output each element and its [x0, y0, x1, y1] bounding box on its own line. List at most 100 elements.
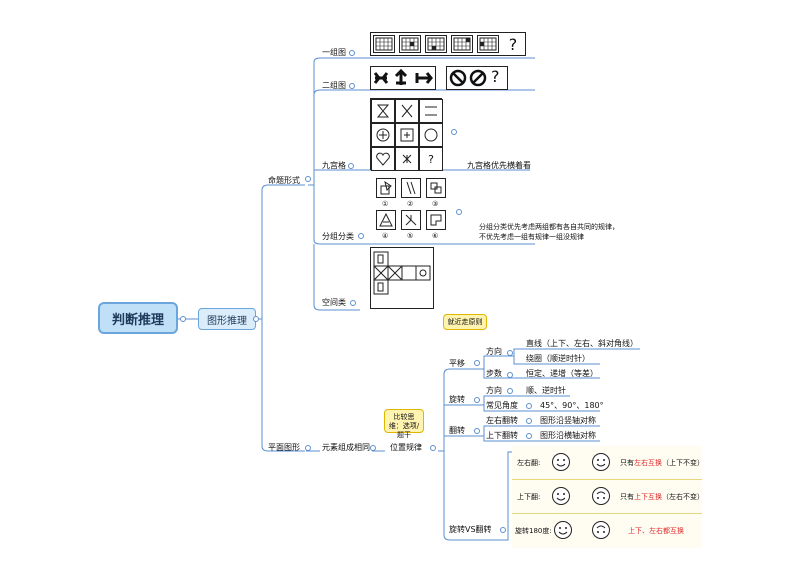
- vs-row-shangxia: 上下翻: 只有上下互换（左右不变）: [512, 480, 704, 514]
- note-fenzu-2: 不优先考虑一组有规律一组没规律: [479, 233, 584, 241]
- node-pingmian[interactable]: 平面图形: [268, 443, 300, 452]
- node-mingti[interactable]: 命题形式: [268, 176, 300, 185]
- smiley-face-icon: [552, 453, 570, 471]
- vs-row-desc: 上下、左右都互换: [628, 526, 684, 536]
- collapse-toggle[interactable]: [350, 300, 356, 306]
- grid-figure-icon: [425, 35, 447, 53]
- panel-kongjian: [370, 247, 434, 309]
- item-shangxia: 图形沿横轴对称: [540, 431, 596, 440]
- desc-post: （左右不变）: [662, 493, 704, 501]
- desc-highlight: 左右互换: [634, 459, 662, 467]
- node-yuansu[interactable]: 元素组成相同: [322, 443, 370, 452]
- grid-figure-icon: [477, 35, 499, 53]
- item-zuoyou: 图形沿竖轴对称: [540, 416, 596, 425]
- collapse-toggle[interactable]: [500, 527, 506, 533]
- desc-highlight: 上下、左右都互换: [628, 527, 684, 535]
- num-6: ⑥: [432, 232, 439, 240]
- cross-icon: [395, 99, 419, 123]
- collapse-toggle[interactable]: [358, 233, 364, 239]
- panel-jiugong: ?: [370, 98, 443, 171]
- collapse-toggle[interactable]: [180, 316, 186, 322]
- collapse-toggle[interactable]: [430, 445, 436, 451]
- num-1: ①: [382, 200, 389, 208]
- desc-post: （上下不变）: [662, 459, 704, 467]
- note-jiugong: 九宫格优先横着看: [467, 161, 531, 170]
- num-4: ④: [382, 232, 389, 240]
- panel-fenzu: ① ② ③ ④ ⑤ ⑥: [370, 176, 448, 242]
- panel-yizu: ?: [370, 32, 526, 56]
- panel-erzu-a: [370, 66, 436, 90]
- smiley-face-icon: [592, 453, 610, 471]
- rotate-figures-icon: [449, 69, 487, 87]
- node-pingyi[interactable]: 平移: [449, 359, 465, 368]
- collapse-toggle[interactable]: [474, 360, 480, 366]
- root-node[interactable]: 判断推理: [98, 302, 178, 334]
- arrow-figures-icon: [373, 68, 433, 85]
- cube-net-icon: [373, 251, 431, 295]
- collapse-toggle[interactable]: [253, 316, 259, 322]
- node-kongjian[interactable]: 空间类: [322, 298, 346, 307]
- collapse-toggle[interactable]: [526, 403, 532, 409]
- shape-figure-icon: [426, 178, 446, 198]
- collapse-toggle[interactable]: [370, 445, 376, 451]
- collapse-toggle[interactable]: [349, 50, 355, 56]
- node-erzu[interactable]: 二组图: [322, 81, 346, 90]
- collapse-toggle[interactable]: [526, 433, 532, 439]
- vs-row-zuoyou: 左右翻: 只有左右互换（上下不变）: [512, 446, 704, 480]
- collapse-toggle[interactable]: [474, 428, 480, 434]
- note-fenzu-1: 分组分类优先考虑两组都有各自共同的规律，: [479, 223, 619, 231]
- collapse-toggle[interactable]: [507, 350, 513, 356]
- sub-node[interactable]: 图形推理: [198, 308, 256, 330]
- grid-figure-icon: [451, 35, 473, 53]
- question-mark: ?: [503, 35, 523, 54]
- question-mark: ?: [491, 67, 500, 86]
- collapse-toggle[interactable]: [349, 83, 355, 89]
- desc-highlight: 上下互换: [634, 493, 662, 501]
- frown-face-icon: [592, 487, 610, 505]
- heart-icon: [371, 147, 395, 171]
- node-fenzu[interactable]: 分组分类: [322, 232, 354, 241]
- smiley-face-icon: [552, 487, 570, 505]
- item-jiaodu: 45°、90°、180°: [540, 401, 604, 410]
- plus-box-icon: [395, 123, 419, 147]
- desc-pre: 只有: [620, 459, 634, 467]
- vs-row-xuanzhuan: 旋转180度: 上下、左右都互换: [512, 514, 702, 548]
- vs-row-desc: 只有上下互换（左右不变）: [620, 492, 704, 502]
- hourglass-icon: [371, 99, 395, 123]
- grid-figure-icon: [399, 35, 421, 53]
- node-fanzhuan[interactable]: 翻转: [449, 426, 465, 435]
- shape-figure-icon: [376, 210, 396, 230]
- collapse-toggle[interactable]: [456, 209, 462, 215]
- collapse-toggle[interactable]: [507, 388, 513, 394]
- node-pingyi-fangxiang[interactable]: 方向: [486, 347, 502, 356]
- item-raoquan: 绕圈（顺逆时针）: [526, 354, 590, 363]
- shape-figure-icon: [401, 178, 421, 198]
- node-pingyi-bushu[interactable]: 步数: [486, 369, 502, 378]
- node-yizu[interactable]: 一组图: [322, 48, 346, 57]
- node-jiugong[interactable]: 九宫格: [322, 161, 346, 170]
- item-xuanzhuan-fangxiang: 顺、逆时针: [526, 386, 566, 395]
- collapse-toggle[interactable]: [507, 372, 513, 378]
- node-vs[interactable]: 旋转VS翻转: [449, 525, 492, 534]
- vs-row-name: 旋转180度:: [515, 527, 552, 535]
- collapse-toggle[interactable]: [451, 129, 457, 135]
- smiley-face-icon: [554, 521, 572, 539]
- callout-compare: 比较思维：选项/题干: [384, 409, 424, 439]
- collapse-toggle[interactable]: [474, 397, 480, 403]
- node-xuanzhuan[interactable]: 旋转: [449, 395, 465, 404]
- node-shangxia[interactable]: 上下翻转: [486, 431, 518, 440]
- sub-label: 图形推理: [207, 315, 247, 327]
- node-xuanzhuan-fangxiang[interactable]: 方向: [486, 386, 502, 395]
- num-2: ②: [407, 200, 414, 208]
- collapse-toggle[interactable]: [305, 176, 311, 182]
- callout-near: 就近走原则: [443, 314, 487, 330]
- collapse-toggle[interactable]: [526, 418, 532, 424]
- node-zuoyou[interactable]: 左右翻转: [486, 416, 518, 425]
- panel-erzu-b: ?: [446, 66, 508, 90]
- frown-face-icon: [592, 521, 610, 539]
- collapse-toggle[interactable]: [305, 445, 311, 451]
- node-weizhi[interactable]: 位置规律: [390, 443, 422, 452]
- node-xuanzhuan-jiaodu[interactable]: 常见角度: [486, 401, 518, 410]
- collapse-toggle[interactable]: [348, 163, 354, 169]
- shape-figure-icon: [401, 210, 421, 230]
